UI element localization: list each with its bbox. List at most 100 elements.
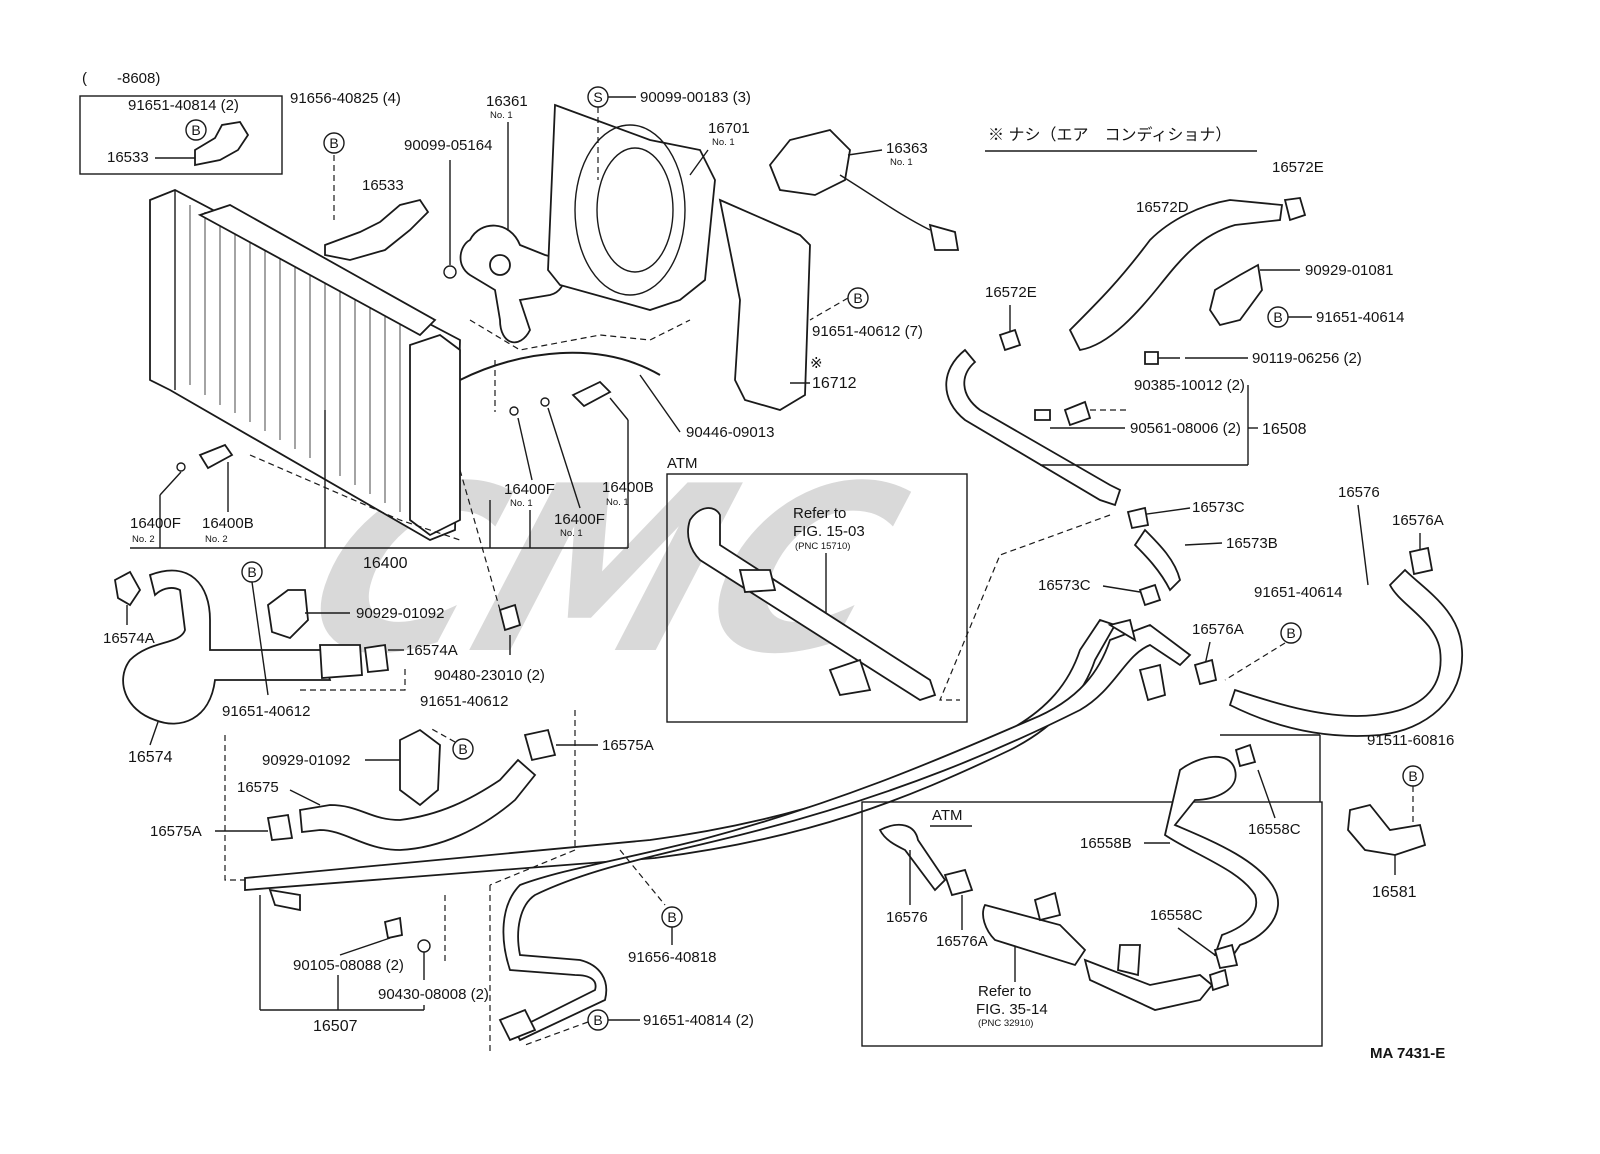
atm-box-2-pnc: (PNC 32910)	[978, 1018, 1033, 1029]
part-16581: 16581	[1372, 884, 1417, 901]
part-91651-40614-a: 91651-40614	[1316, 309, 1404, 326]
svg-text:B: B	[1273, 309, 1282, 325]
svg-text:B: B	[458, 741, 467, 757]
atm-box-2: ATM Refer to FIG. 35-14 (PNC 32910) 1657…	[861, 734, 1323, 1047]
part-16533-b: 16533	[362, 177, 404, 194]
part-16400F-no1-a: 16400F	[504, 481, 555, 498]
part-16572D: 16572D	[1136, 199, 1189, 216]
clamp-16533-icon	[194, 121, 250, 167]
part-90385-10012: 90385-10012 (2)	[1134, 377, 1245, 394]
part-16576-in: 16576	[886, 909, 928, 926]
part-90099-00183: 90099-00183 (3)	[640, 89, 751, 106]
part-91651-40814-top: 91651-40814 (2)	[128, 97, 239, 114]
part-16558C-b: 16558C	[1150, 907, 1203, 924]
atm-pipe-1-icon	[687, 507, 937, 701]
fan-shroud-16701	[547, 103, 716, 311]
svg-text:B: B	[247, 564, 256, 580]
part-16573C-b: 16573C	[1038, 577, 1091, 594]
svg-text:No. 1: No. 1	[712, 137, 735, 148]
part-90561-08006: 90561-08006 (2)	[1130, 420, 1241, 437]
atm-box-2-fig: FIG. 35-14	[976, 1001, 1048, 1018]
clamp-16533-b-icon	[324, 198, 430, 261]
part-91656-40825: 91656-40825 (4)	[290, 90, 401, 107]
part-91656-40818: 91656-40818	[628, 949, 716, 966]
part-16363: 16363	[886, 140, 928, 157]
part-16701: 16701	[708, 120, 750, 137]
range-label: ( -8608)	[82, 70, 160, 87]
drain-cock-icon	[198, 443, 234, 470]
part-90430-08008: 90430-08008 (2)	[378, 986, 489, 1003]
atm-box-2-title: ATM	[932, 807, 963, 824]
atm-box-2-refer: Refer to	[978, 983, 1031, 1000]
svg-text:B: B	[1408, 768, 1417, 784]
part-90929-01092-a: 90929-01092	[356, 605, 444, 622]
part-91651-40612-b: 91651-40612	[420, 693, 508, 710]
svg-text:B: B	[667, 909, 676, 925]
atm-box-1-title: ATM	[667, 455, 698, 472]
svg-text:No. 2: No. 2	[132, 534, 155, 545]
bolt-mark-icon: B	[191, 122, 200, 138]
part-16400: 16400	[363, 555, 408, 572]
mark-16712: ※	[810, 355, 823, 372]
part-16576-r: 16576	[1338, 484, 1380, 501]
part-16576A-r2: 16576A	[1192, 621, 1244, 638]
part-90099-05164: 90099-05164	[404, 137, 492, 154]
svg-text:B: B	[593, 1012, 602, 1028]
part-16558C-a: 16558C	[1248, 821, 1301, 838]
atm-box-1-pnc: (PNC 15710)	[795, 541, 850, 552]
note-header: ※ ナシ（エア コンディショナ）	[988, 125, 1231, 144]
part-16361: 16361	[486, 93, 528, 110]
svg-text:No. 1: No. 1	[510, 498, 533, 509]
part-16400B-no2: 16400B	[202, 515, 254, 532]
part-16400B-no1: 16400B	[602, 479, 654, 496]
diagram-id: MA 7431-E	[1370, 1045, 1445, 1062]
part-16576A-r1: 16576A	[1392, 512, 1444, 529]
fan-motor-16363	[768, 129, 960, 251]
part-16575A-l: 16575A	[150, 823, 202, 840]
part-16508: 16508	[1262, 421, 1307, 438]
svg-text:No. 1: No. 1	[560, 528, 583, 539]
shroud-16712-icon	[718, 198, 811, 411]
part-16572E-left: 16572E	[985, 284, 1037, 301]
part-16712: 16712	[812, 375, 857, 392]
hose-16573B-icon	[1133, 528, 1181, 592]
hose-16576-r-icon	[1228, 568, 1463, 737]
part-16574A-r: 16574A	[406, 642, 458, 659]
part-16507: 16507	[313, 1018, 358, 1035]
part-16400F-no2: 16400F	[130, 515, 181, 532]
part-90446-09013: 90446-09013	[686, 424, 774, 441]
part-16400F-no1-b: 16400F	[554, 511, 605, 528]
part-91511-60816: 91511-60816	[1367, 732, 1454, 749]
clamp-16581-icon	[1347, 803, 1427, 856]
part-90929-01081: 90929-01081	[1305, 262, 1393, 279]
part-16573C-a: 16573C	[1192, 499, 1245, 516]
part-90105-08088: 90105-08088 (2)	[293, 957, 404, 974]
part-16572E-top: 16572E	[1272, 159, 1324, 176]
hose-16575-icon	[299, 758, 537, 851]
range-box: ( -8608) 91651-40814 (2) B 16533	[79, 70, 283, 175]
svg-text:B: B	[329, 135, 338, 151]
svg-text:B: B	[1286, 625, 1295, 641]
water-pipe-16508-icon	[945, 348, 1122, 507]
svg-text:No. 1: No. 1	[890, 157, 913, 168]
svg-text:No. 2: No. 2	[205, 534, 228, 545]
radiator-16400	[149, 189, 461, 541]
part-16574A-l: 16574A	[103, 630, 155, 647]
part-90119-06256: 90119-06256 (2)	[1252, 350, 1362, 367]
hose-16572D-icon	[1068, 199, 1284, 351]
part-16558B: 16558B	[1080, 835, 1132, 852]
part-91651-40612-7: 91651-40612 (7)	[812, 323, 923, 340]
screw-mark-icon: S	[593, 89, 602, 105]
hose-16574-icon	[122, 569, 332, 725]
part-16533-a: 16533	[107, 149, 149, 166]
svg-text:B: B	[853, 290, 862, 306]
part-16574: 16574	[128, 749, 173, 766]
part-91651-40614-b: 91651-40614	[1254, 584, 1342, 601]
atm-box-1-refer: Refer to	[793, 505, 846, 522]
part-16575A-top: 16575A	[602, 737, 654, 754]
atm-box-1: ATM Refer to FIG. 15-03 (PNC 15710)	[666, 455, 968, 723]
hose-16558B-icon	[1163, 755, 1279, 962]
svg-text:No. 1: No. 1	[606, 497, 629, 508]
fan-16361	[459, 224, 566, 344]
